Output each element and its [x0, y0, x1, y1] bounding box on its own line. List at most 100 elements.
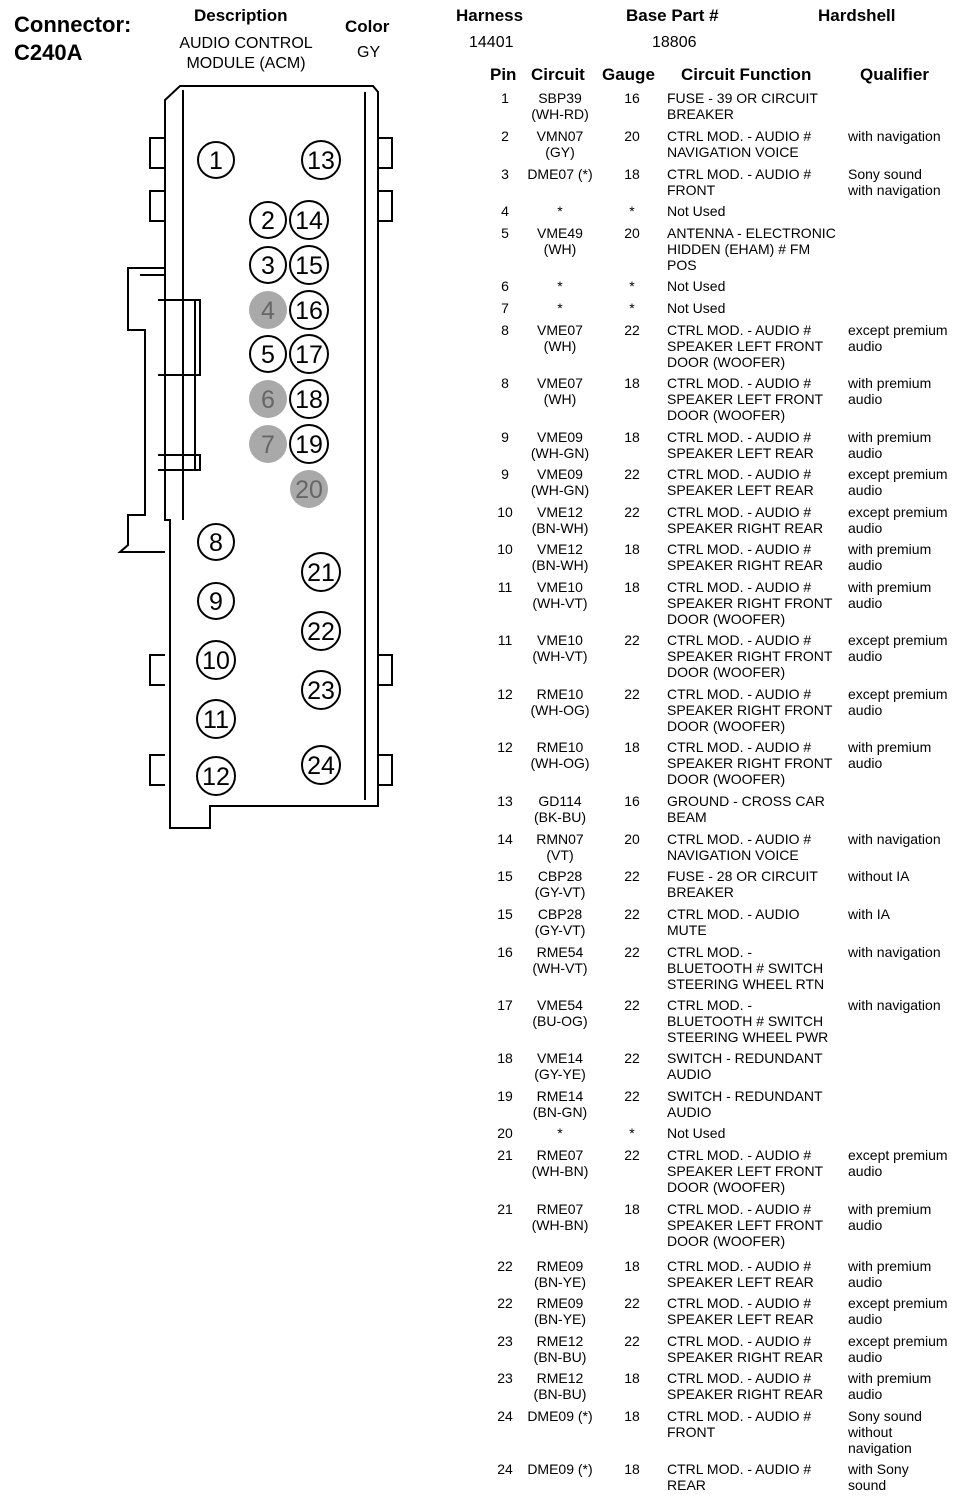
row-gauge: 22 [624, 944, 640, 960]
pin-24: 24 [301, 745, 341, 785]
row-gauge: 18 [624, 1461, 640, 1477]
row-circuit-function: CTRL MOD. - AUDIO # FRONT [667, 166, 812, 198]
row-gauge: 22 [624, 686, 640, 702]
pin-circle [196, 699, 236, 739]
row-circuit-function: CTRL MOD. - AUDIO # SPEAKER LEFT REAR [667, 1258, 814, 1290]
row-pin: 18 [497, 1050, 513, 1066]
row-pin: 23 [497, 1370, 513, 1386]
pin-circle [301, 552, 341, 592]
row-qualifier: with premium audio [848, 541, 932, 573]
row-pin: 6 [501, 278, 509, 294]
row-gauge: * [629, 278, 635, 294]
row-gauge: 18 [624, 1408, 640, 1424]
pin-circle [249, 291, 287, 329]
row-qualifier: with premium audio [848, 579, 932, 611]
row-circuit-function: CTRL MOD. - AUDIO # NAVIGATION VOICE [667, 831, 812, 863]
row-circuit: CBP28 (GY-VT) [534, 868, 586, 900]
row-pin: 20 [497, 1125, 513, 1141]
row-circuit-function: CTRL MOD. - AUDIO MUTE [667, 906, 800, 938]
row-circuit: RME07 (WH-BN) [531, 1147, 589, 1179]
row-qualifier: with premium audio [848, 1370, 932, 1402]
row-circuit: RME07 (WH-BN) [531, 1201, 589, 1233]
row-qualifier: except premium audio [848, 632, 948, 664]
pin-23: 23 [301, 670, 341, 710]
row-circuit-function: CTRL MOD. - AUDIO # SPEAKER LEFT FRONT D… [667, 1147, 824, 1195]
row-pin: 4 [501, 203, 509, 219]
column-header-gauge: Gauge [602, 65, 655, 84]
column-header-circuit: Circuit [531, 65, 585, 84]
hardshell-label: Hardshell [818, 6, 896, 25]
row-qualifier: except premium audio [848, 322, 948, 354]
pin-circle [301, 745, 341, 785]
row-circuit: VME09 (WH-GN) [530, 466, 590, 498]
harness-label: Harness [456, 6, 524, 25]
row-circuit: GD114 (BK-BU) [533, 793, 587, 825]
pin-label: 15 [295, 252, 323, 280]
pin-12: 12 [196, 756, 236, 796]
row-pin: 22 [497, 1258, 513, 1274]
pin-circle [249, 246, 287, 284]
row-gauge: * [629, 1125, 635, 1141]
row-circuit-function: CTRL MOD. - BLUETOOTH # SWITCH STEERING … [667, 944, 825, 992]
row-gauge: 16 [624, 90, 640, 106]
row-circuit-function: CTRL MOD. - AUDIO # NAVIGATION VOICE [667, 128, 812, 160]
pin-7: 7 [249, 425, 287, 463]
row-pin: 15 [497, 868, 513, 884]
pin-label: 2 [261, 207, 275, 235]
row-gauge: 18 [624, 739, 640, 755]
row-qualifier: except premium audio [848, 1295, 948, 1327]
column-header-qualifier: Qualifier [860, 65, 929, 84]
row-pin: 23 [497, 1333, 513, 1349]
row-gauge: 18 [624, 429, 640, 445]
pin-circle [249, 380, 287, 418]
pin-10: 10 [196, 640, 236, 680]
pin-label: 16 [295, 297, 323, 325]
row-circuit: * [557, 1125, 563, 1141]
pin-label: 4 [261, 297, 275, 325]
pin-label: 6 [261, 386, 275, 414]
row-gauge: 20 [624, 225, 640, 241]
row-pin: 12 [497, 686, 513, 702]
pin-20: 20 [290, 470, 328, 508]
row-circuit: VME10 (WH-VT) [532, 632, 588, 664]
row-pin: 9 [501, 429, 509, 445]
row-circuit: DME09 (*) [527, 1461, 593, 1477]
pin-label: 13 [307, 147, 335, 175]
pin-circle [196, 756, 236, 796]
row-qualifier: with premium audio [848, 375, 932, 407]
row-circuit: RME09 (BN-YE) [533, 1295, 587, 1327]
pin-label: 23 [307, 677, 335, 705]
pin-circle [197, 523, 235, 561]
row-circuit-function: CTRL MOD. - AUDIO # SPEAKER RIGHT FRONT … [667, 632, 833, 680]
pin-circle [289, 245, 329, 285]
row-circuit: VME14 (GY-YE) [534, 1050, 586, 1082]
pin-circle [289, 200, 329, 240]
row-pin: 1 [501, 90, 509, 106]
row-gauge: 20 [624, 128, 640, 144]
row-circuit-function: SWITCH - REDUNDANT AUDIO [667, 1050, 823, 1082]
pin-circle [289, 290, 329, 330]
pin-circle [289, 424, 329, 464]
pin-label: 11 [203, 706, 229, 734]
pin-label: 7 [261, 431, 275, 459]
pin-label: 10 [202, 647, 230, 675]
row-circuit: RMN07 (VT) [536, 831, 584, 863]
row-qualifier: without IA [848, 868, 910, 884]
pin-circle [301, 140, 341, 180]
row-circuit: DME09 (*) [527, 1408, 593, 1424]
row-circuit: RME10 (WH-OG) [530, 686, 590, 718]
row-gauge: 18 [624, 1258, 640, 1274]
row-circuit-function: CTRL MOD. - AUDIO # SPEAKER RIGHT REAR [667, 1370, 824, 1402]
pin-label: 17 [295, 341, 323, 369]
row-pin: 11 [497, 579, 513, 595]
row-gauge: 22 [624, 504, 640, 520]
row-circuit-function: Not Used [667, 278, 726, 294]
pin-label: 21 [307, 559, 335, 587]
pin-19: 19 [289, 424, 329, 464]
row-qualifier: with Sony sound [848, 1461, 909, 1493]
pin-circle [301, 670, 341, 710]
row-qualifier: with navigation [848, 944, 941, 960]
row-gauge: 16 [624, 793, 640, 809]
row-qualifier: with premium audio [848, 739, 932, 771]
